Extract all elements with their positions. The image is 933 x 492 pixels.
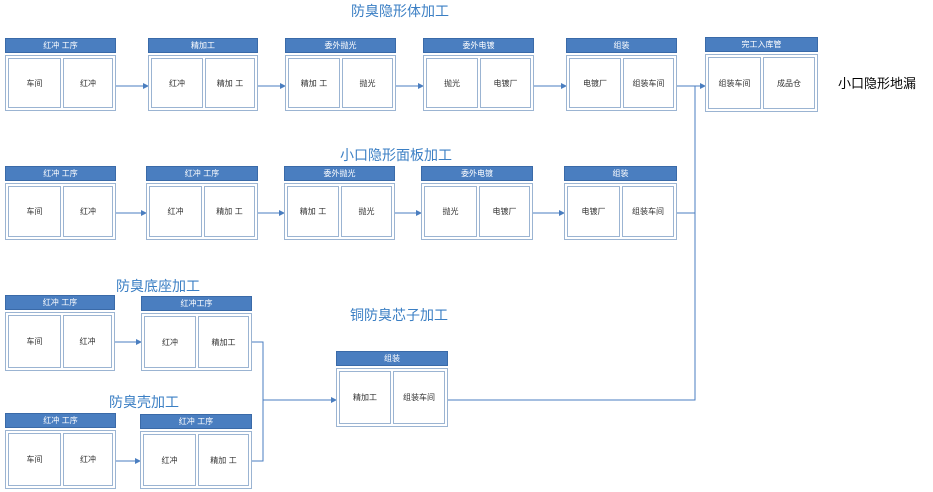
line-core-to-collector: [448, 213, 696, 401]
process-body: 红冲 精加 工: [146, 183, 258, 240]
process-box: 红冲 工序 车间 红冲: [5, 295, 115, 371]
process-body: 抛光 电镀厂: [423, 55, 534, 111]
process-header: 红冲 工序: [5, 295, 115, 310]
process-header: 完工入库管: [705, 37, 818, 52]
process-cell: 抛光: [424, 186, 477, 237]
process-header: 委外抛光: [285, 38, 396, 53]
process-box: 委外电镀 抛光 电镀厂: [421, 166, 533, 240]
process-header: 精加工: [148, 38, 258, 53]
process-cell: 车间: [8, 315, 61, 368]
process-cell: 红冲: [63, 58, 113, 108]
process-cell: 抛光: [341, 186, 392, 237]
title-row3: 防臭底座加工: [116, 279, 200, 295]
process-header: 组装: [336, 351, 448, 366]
process-cell: 精加 工: [205, 58, 255, 108]
process-cell: 精加工: [339, 371, 391, 424]
process-cell: 组装车间: [393, 371, 445, 424]
process-body: 红冲 精加 工: [148, 55, 258, 111]
process-cell: 车间: [8, 58, 61, 108]
process-cell: 红冲: [63, 186, 113, 237]
process-header: 红冲工序: [141, 296, 252, 311]
process-header: 红冲 工序: [5, 38, 116, 53]
process-header: 红冲 工序: [5, 166, 116, 181]
process-header: 红冲 工序: [5, 413, 116, 428]
process-cell: 组装车间: [708, 57, 761, 109]
line-r2-to-collector: [677, 86, 696, 214]
process-box: 完工入库管 组装车间 成品仓: [705, 37, 818, 112]
process-body: 电镀厂 组装车间: [564, 183, 677, 240]
process-cell: 精加 工: [204, 186, 255, 237]
title-row1: 防臭隐形体加工: [351, 4, 449, 20]
process-cell: 电镀厂: [480, 58, 531, 108]
title-row2: 小口隐形面板加工: [340, 148, 452, 164]
process-body: 红冲 精加工: [141, 313, 252, 371]
title-core: 铜防臭芯子加工: [350, 308, 448, 324]
process-header: 组装: [566, 38, 677, 53]
process-cell: 车间: [8, 186, 61, 237]
process-cell: 精加 工: [288, 58, 340, 108]
process-cell: 红冲: [149, 186, 202, 237]
process-cell: 精加 工: [198, 434, 249, 486]
process-header: 红冲 工序: [146, 166, 258, 181]
core-assembly-box: 组装 精加工 组装车间: [336, 351, 448, 427]
process-box: 红冲 工序 车间 红冲: [5, 38, 116, 111]
process-cell: 红冲: [151, 58, 203, 108]
process-body: 车间 红冲: [5, 430, 116, 489]
process-box: 组装 电镀厂 组装车间: [564, 166, 677, 240]
process-box: 红冲 工序 红冲 精加 工: [140, 414, 252, 489]
process-cell: 成品仓: [763, 57, 815, 109]
process-cell: 电镀厂: [569, 58, 621, 108]
process-body: 红冲 精加 工: [140, 431, 252, 489]
process-cell: 抛光: [426, 58, 478, 108]
line-merge: [252, 341, 264, 462]
process-cell: 组装车间: [623, 58, 674, 108]
process-box: 组装 电镀厂 组装车间: [566, 38, 677, 111]
process-cell: 车间: [8, 433, 61, 486]
process-cell: 精加工: [198, 316, 249, 368]
process-box: 红冲 工序 车间 红冲: [5, 166, 116, 240]
process-cell: 精加 工: [287, 186, 339, 237]
process-body: 车间 红冲: [5, 183, 116, 240]
process-header: 组装: [564, 166, 677, 181]
final-product-label: 小口隐形地漏: [838, 77, 917, 92]
process-cell: 抛光: [342, 58, 393, 108]
process-body: 电镀厂 组装车间: [566, 55, 677, 111]
process-header: 委外抛光: [284, 166, 395, 181]
process-box: 委外电镀 抛光 电镀厂: [423, 38, 534, 111]
process-body: 精加工 组装车间: [336, 368, 448, 427]
process-body: 抛光 电镀厂: [421, 183, 533, 240]
process-header: 委外电镀: [421, 166, 533, 181]
process-box: 红冲工序 红冲 精加工: [141, 296, 252, 371]
process-box: 委外抛光 精加 工 抛光: [285, 38, 396, 111]
process-cell: 红冲: [144, 316, 196, 368]
process-cell: 红冲: [63, 433, 113, 486]
process-cell: 电镀厂: [479, 186, 530, 237]
process-cell: 组装车间: [622, 186, 674, 237]
process-header: 委外电镀: [423, 38, 534, 53]
process-body: 精加 工 抛光: [284, 183, 395, 240]
process-box: 红冲 工序 红冲 精加 工: [146, 166, 258, 240]
process-body: 精加 工 抛光: [285, 55, 396, 111]
process-box: 红冲 工序 车间 红冲: [5, 413, 116, 489]
process-body: 组装车间 成品仓: [705, 54, 818, 112]
process-cell: 红冲: [63, 315, 112, 368]
process-cell: 红冲: [143, 434, 196, 486]
process-box: 委外抛光 精加 工 抛光: [284, 166, 395, 240]
title-row4: 防臭壳加工: [109, 395, 179, 411]
process-cell: 电镀厂: [567, 186, 620, 237]
process-body: 车间 红冲: [5, 55, 116, 111]
process-header: 红冲 工序: [140, 414, 252, 429]
process-box: 精加工 红冲 精加 工: [148, 38, 258, 111]
process-body: 车间 红冲: [5, 312, 115, 371]
